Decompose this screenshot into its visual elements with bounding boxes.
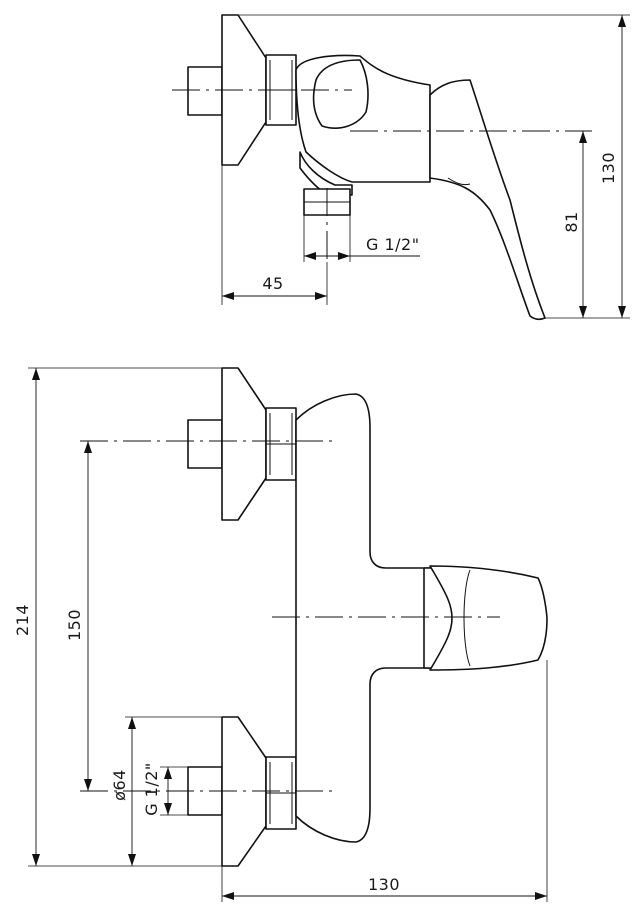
label-top-thread: G 1/2" — [366, 235, 420, 254]
label-front-thread: G 1/2" — [142, 762, 161, 816]
front-lever-handle — [429, 565, 548, 671]
label-45: 45 — [262, 274, 283, 293]
top-lever — [429, 79, 546, 321]
front-upper-rosette — [221, 367, 267, 521]
top-cartridge-cap — [312, 59, 369, 129]
label-150: 150 — [65, 609, 84, 641]
front-mixer-body — [295, 393, 431, 843]
label-81: 81 — [562, 211, 581, 232]
label-diameter: ø64 — [110, 769, 129, 801]
top-view: 45 G 1/2" 81 130 — [172, 14, 630, 321]
top-inlet-pipe — [187, 66, 223, 116]
label-214: 214 — [13, 604, 32, 636]
label-130-horizontal: 130 — [368, 875, 400, 894]
label-130-vertical: 130 — [599, 152, 618, 184]
front-view: 214 150 ø64 G 1/2" 130 — [13, 367, 548, 902]
front-upper-inlet-pipe — [187, 419, 223, 469]
